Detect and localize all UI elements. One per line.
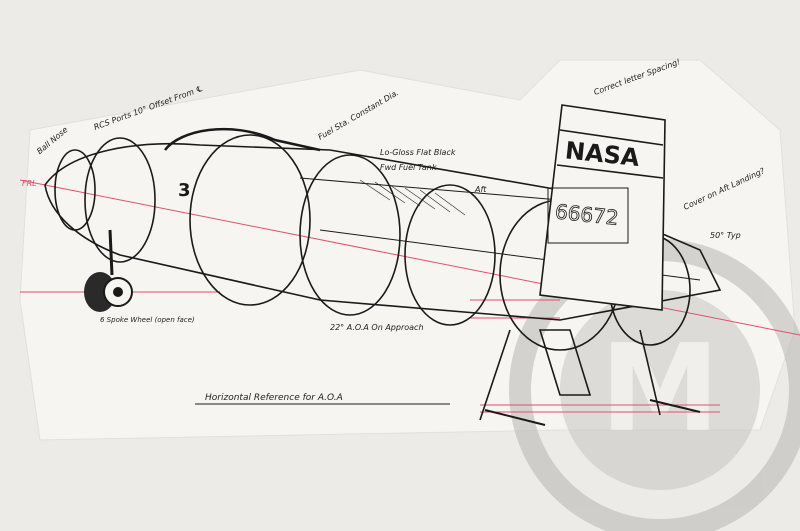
side-number: 3 [178, 180, 191, 201]
fuel-tank-hatching [359, 179, 466, 216]
vertical-tail [479, 104, 666, 421]
note-angle: 50° Typ [710, 231, 741, 240]
note-flat-black: Lo-Gloss Flat Black [380, 148, 456, 157]
note-aoa: 22° A.O.A On Approach [330, 323, 424, 332]
svg-text:M: M [600, 320, 719, 459]
landing-skids [484, 399, 701, 426]
nose-gear [84, 229, 133, 312]
note-fuel-tank: Fwd Fuel Tank [380, 163, 437, 172]
horizontal-reference-label: Horizontal Reference for A.O.A [205, 393, 343, 403]
note-aft: Aft [474, 185, 487, 194]
note-frl: FRL [22, 179, 37, 188]
note-spoke-wheel: 6 Spoke Wheel (open face) [100, 316, 195, 324]
